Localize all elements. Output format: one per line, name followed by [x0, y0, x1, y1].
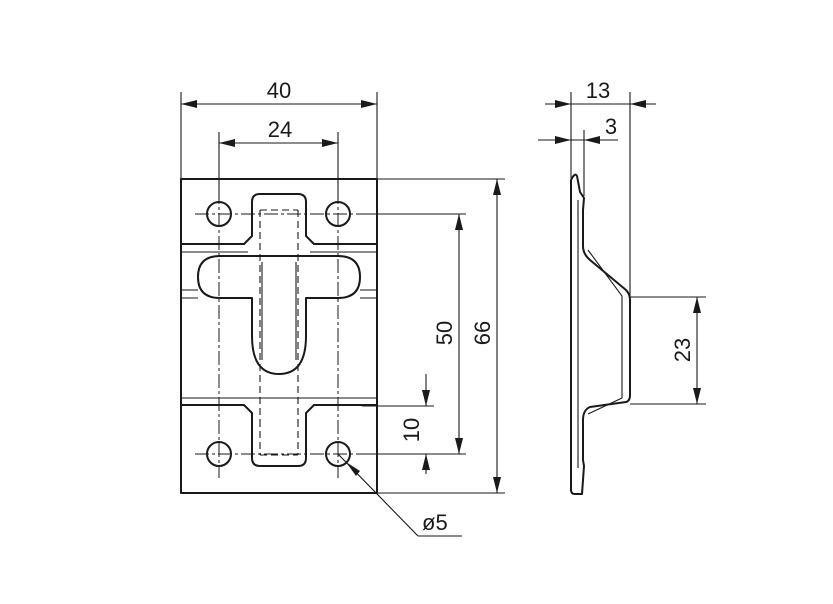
dim-flange-height: 23: [670, 338, 695, 362]
dim-total-height: 66: [470, 321, 495, 345]
dim-total-width: 40: [267, 78, 291, 103]
dim-hole-diameter: ø5: [422, 510, 448, 535]
dim-hole-spacing-v: 50: [432, 321, 457, 345]
side-dimensions: 13 3 23: [538, 78, 706, 405]
upper-band: [180, 193, 378, 245]
front-dimensions: 40 24 66 50 10 ø5: [180, 78, 505, 537]
cross-opening: [197, 255, 361, 375]
dim-hole-spacing-h: 24: [268, 117, 292, 142]
side-profile-inner: [577, 200, 623, 468]
dim-thickness: 3: [605, 114, 617, 139]
lower-band: [180, 404, 378, 467]
dim-profile-depth: 13: [586, 78, 610, 103]
plate-outline: [180, 178, 378, 494]
front-view: [180, 178, 378, 494]
dim-hole-to-edge: 10: [399, 418, 424, 442]
side-view: [570, 173, 631, 495]
side-profile-outer: [570, 173, 631, 495]
hidden-strap: [259, 209, 299, 456]
